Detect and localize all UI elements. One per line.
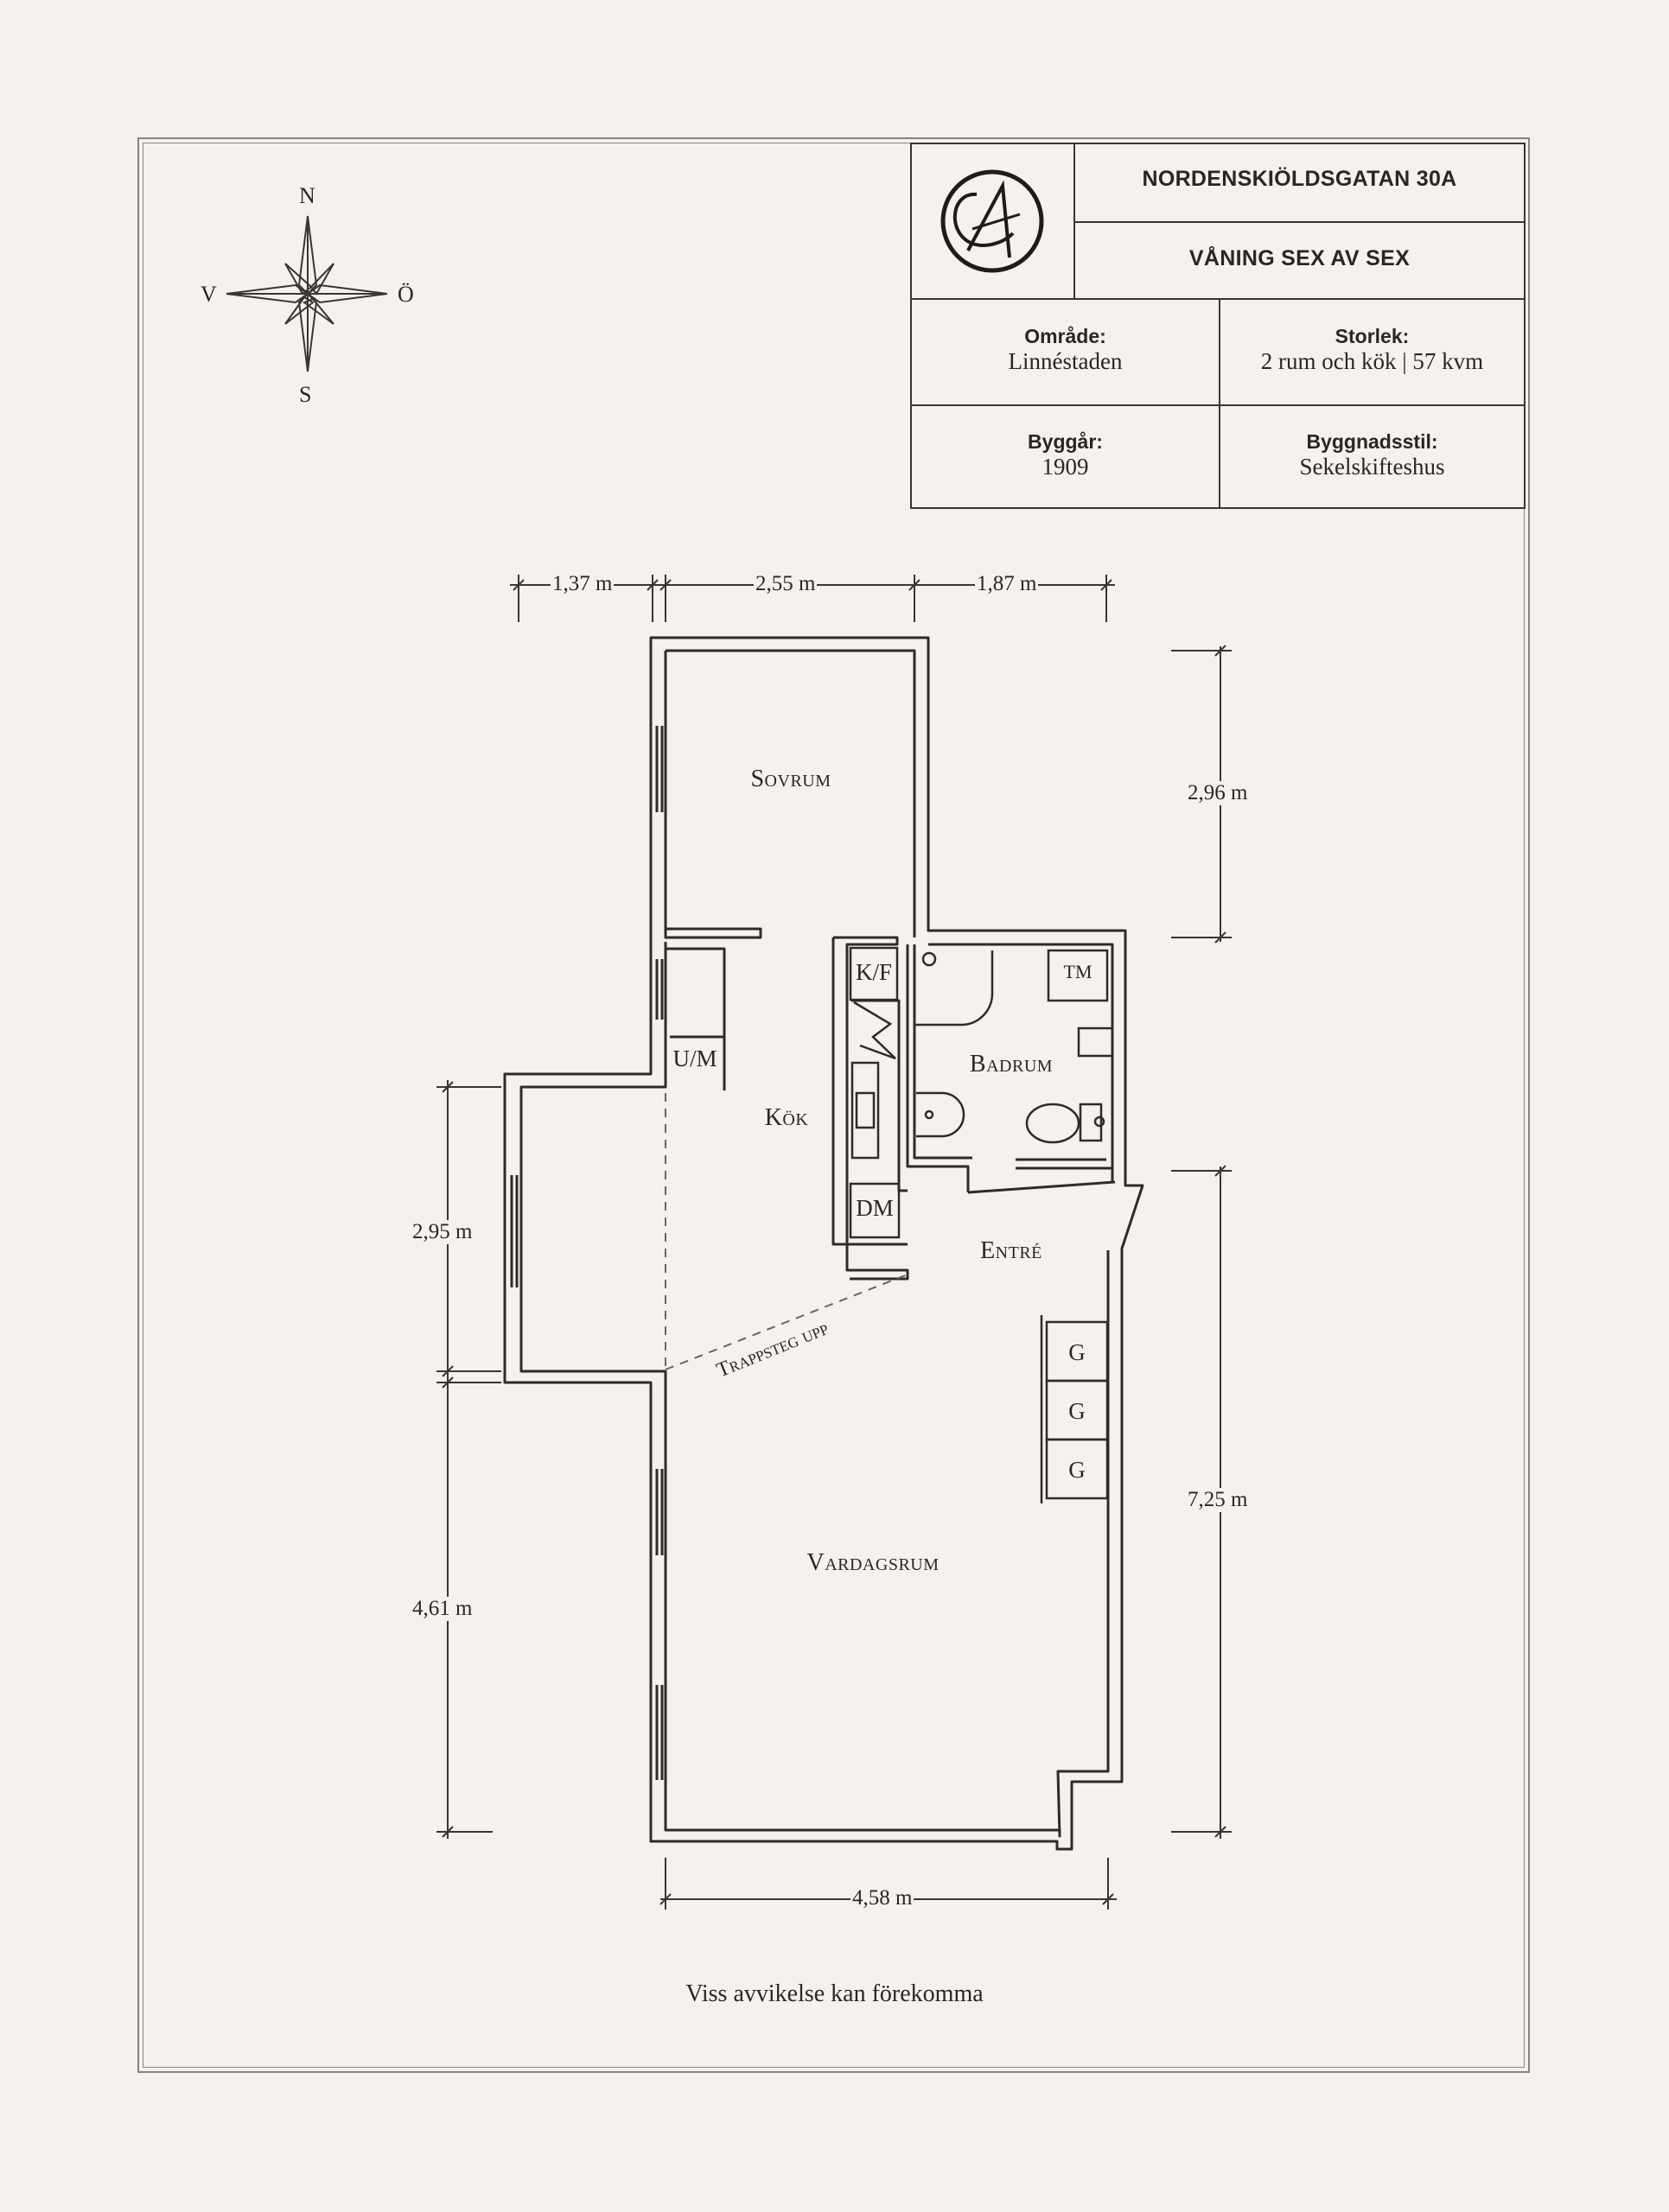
dim-left-bottom: 4,61 m (411, 1597, 475, 1621)
room-entre: Entré (980, 1237, 1042, 1264)
year-value: 1909 (1042, 454, 1089, 480)
fixture-um: U/M (672, 1046, 717, 1071)
info-table (910, 143, 1526, 509)
floor-title: VÅNING SEX AV SEX (1188, 246, 1411, 270)
compass-east: Ö (398, 282, 414, 307)
style-label: Byggnadsstil: (1306, 430, 1438, 453)
fixture-kf: K/F (855, 959, 893, 985)
size-value: 2 rum och kök | 57 kvm (1260, 348, 1484, 374)
year-label: Byggår: (1028, 430, 1103, 453)
room-badrum: Badrum (969, 1051, 1054, 1077)
dim-left-top: 2,95 m (411, 1220, 475, 1244)
fixtures (849, 946, 1144, 1503)
walls (503, 636, 1144, 1851)
compass-rose (226, 215, 388, 372)
room-vardagsrum: Vardagsrum (806, 1549, 940, 1576)
dim-bottom: 4,58 m (850, 1886, 914, 1910)
fixture-g2: G (1068, 1398, 1086, 1424)
disclaimer-note: Viss avvikelse kan förekomma (685, 1980, 984, 2007)
outer-frame (137, 137, 1530, 2073)
area-value: Linnéstaden (1008, 348, 1123, 374)
dim-right-top: 2,96 m (1186, 781, 1250, 805)
logo-mark (940, 169, 1044, 273)
area-label: Område: (1024, 325, 1106, 347)
size-label: Storlek: (1335, 325, 1410, 347)
dim-top-right: 1,87 m (975, 572, 1039, 596)
dim-top-left: 1,37 m (551, 572, 615, 596)
compass-north: N (299, 183, 315, 208)
room-sovrum: Sovrum (750, 766, 831, 792)
style-value: Sekelskifteshus (1299, 454, 1445, 480)
dim-right-bottom: 7,25 m (1186, 1488, 1250, 1512)
dashed-lines (665, 1093, 908, 1370)
compass-south: S (299, 382, 312, 407)
fixture-g1: G (1068, 1339, 1086, 1365)
dim-top-mid: 2,55 m (754, 572, 818, 596)
compass-west: V (201, 282, 217, 307)
address-title: NORDENSKIÖLDSGATAN 30A (1142, 167, 1457, 191)
inner-frame (143, 143, 1525, 2068)
room-kok: Kök (764, 1104, 809, 1131)
fixture-tm: TM (1063, 961, 1092, 982)
fixture-g3: G (1068, 1457, 1086, 1483)
fixture-dm: DM (856, 1195, 894, 1221)
